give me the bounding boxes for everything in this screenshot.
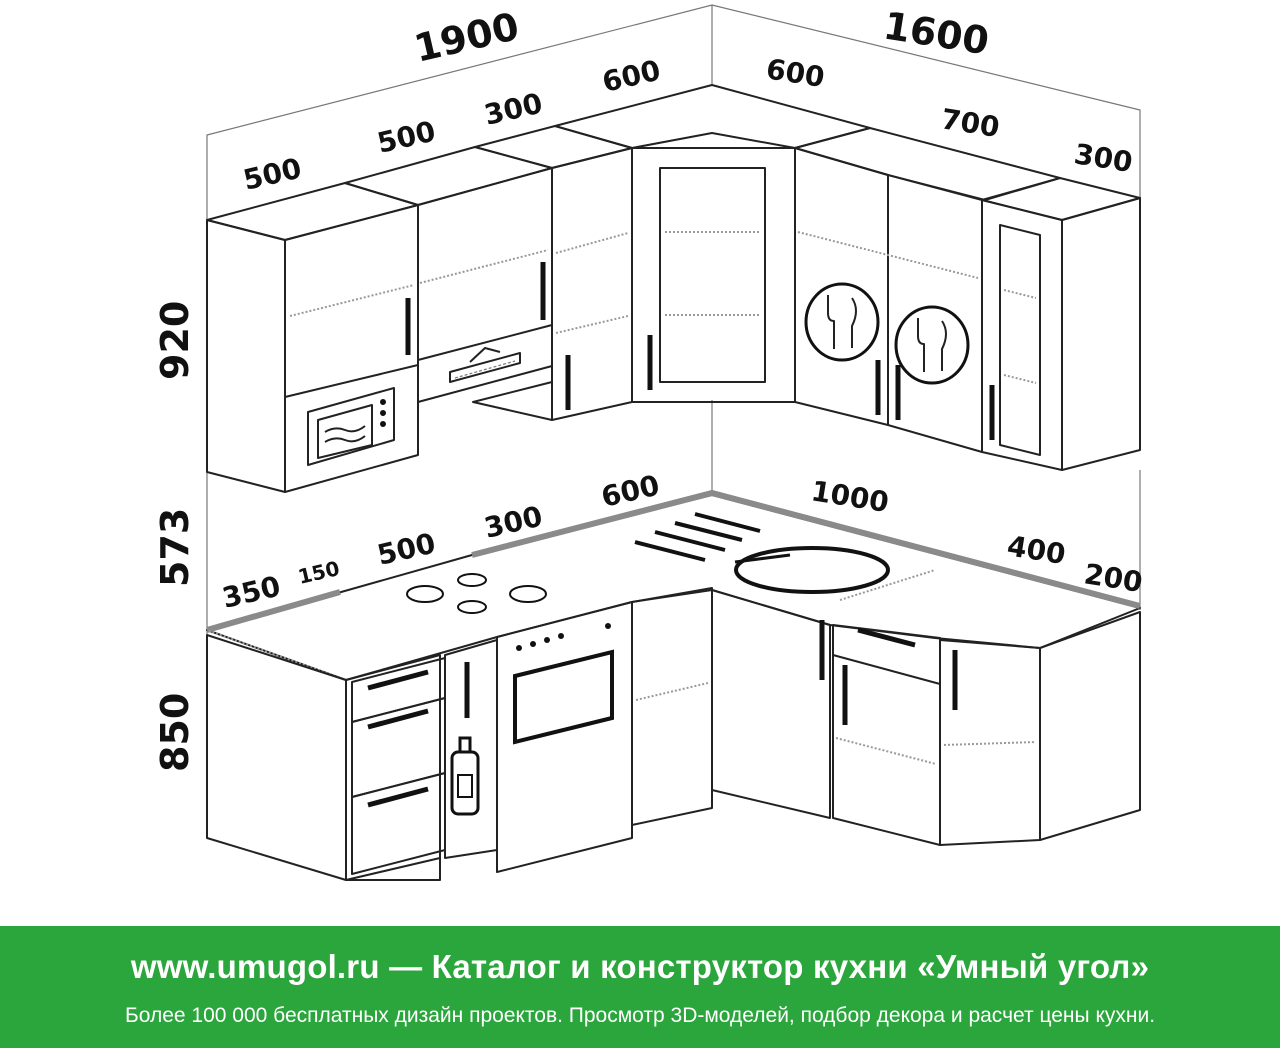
- upper-cabinet-right-2: [981, 177, 1141, 471]
- kitchen-drawing: 1900 1600 500 500 300 600 600 700 300 92…: [153, 3, 1145, 881]
- dim-upper-right-1: 700: [939, 102, 1002, 144]
- upper-cabinet-right-1: [794, 127, 1061, 453]
- dim-upper-total-right: 1600: [881, 3, 992, 63]
- dim-upper-corner-right: 600: [764, 52, 827, 94]
- cutlery-icon: [804, 282, 880, 362]
- lower-cabinet-300: [631, 587, 713, 826]
- lower-cabinet-left: [206, 634, 446, 881]
- upper-cabinet-1: [206, 182, 419, 493]
- dim-upper-total-left: 1900: [410, 4, 523, 71]
- dim-upper-corner-left: 600: [599, 54, 663, 99]
- dim-upper-left-3: 300: [481, 87, 545, 132]
- bottle-rack: [444, 639, 498, 859]
- range-hood-icon: [449, 347, 521, 383]
- dim-height-lower: 850: [153, 693, 197, 772]
- stove: [496, 601, 633, 873]
- upper-cabinet-3: [472, 125, 633, 421]
- dim-lower-right-1: 1000: [809, 474, 891, 519]
- dim-height-gap: 573: [153, 508, 197, 587]
- countertop: [206, 489, 1141, 681]
- cutlery-icon: [894, 305, 970, 385]
- dim-lower-left-gap: 150: [296, 556, 342, 589]
- dim-lower-left-2: 500: [374, 527, 438, 572]
- dim-upper-left-2: 500: [374, 115, 438, 160]
- bottle-icon: [450, 736, 480, 816]
- kitchen-diagram: 1900 1600 500 500 300 600 600 700 300 92…: [153, 3, 1145, 881]
- dim-height-upper: 920: [153, 301, 197, 380]
- footer-title[interactable]: www.umugol.ru — Каталог и конструктор ку…: [130, 948, 1150, 985]
- footer-subtitle: Более 100 000 бесплатных дизайн проектов…: [124, 1004, 1156, 1027]
- footer-banner: www.umugol.ru — Каталог и конструктор ку…: [0, 926, 1280, 1048]
- cooktop-icon: [406, 573, 547, 614]
- upper-cabinet-2: [344, 146, 553, 403]
- lower-cabinet-right: [832, 611, 1141, 846]
- sink-icon: [634, 512, 890, 594]
- lower-corner-cabinet: [711, 589, 831, 819]
- dim-upper-right-2: 300: [1072, 137, 1135, 179]
- microwave-icon: [307, 387, 395, 466]
- dim-lower-right-2: 400: [1005, 529, 1068, 571]
- dim-upper-left-1: 500: [240, 152, 304, 197]
